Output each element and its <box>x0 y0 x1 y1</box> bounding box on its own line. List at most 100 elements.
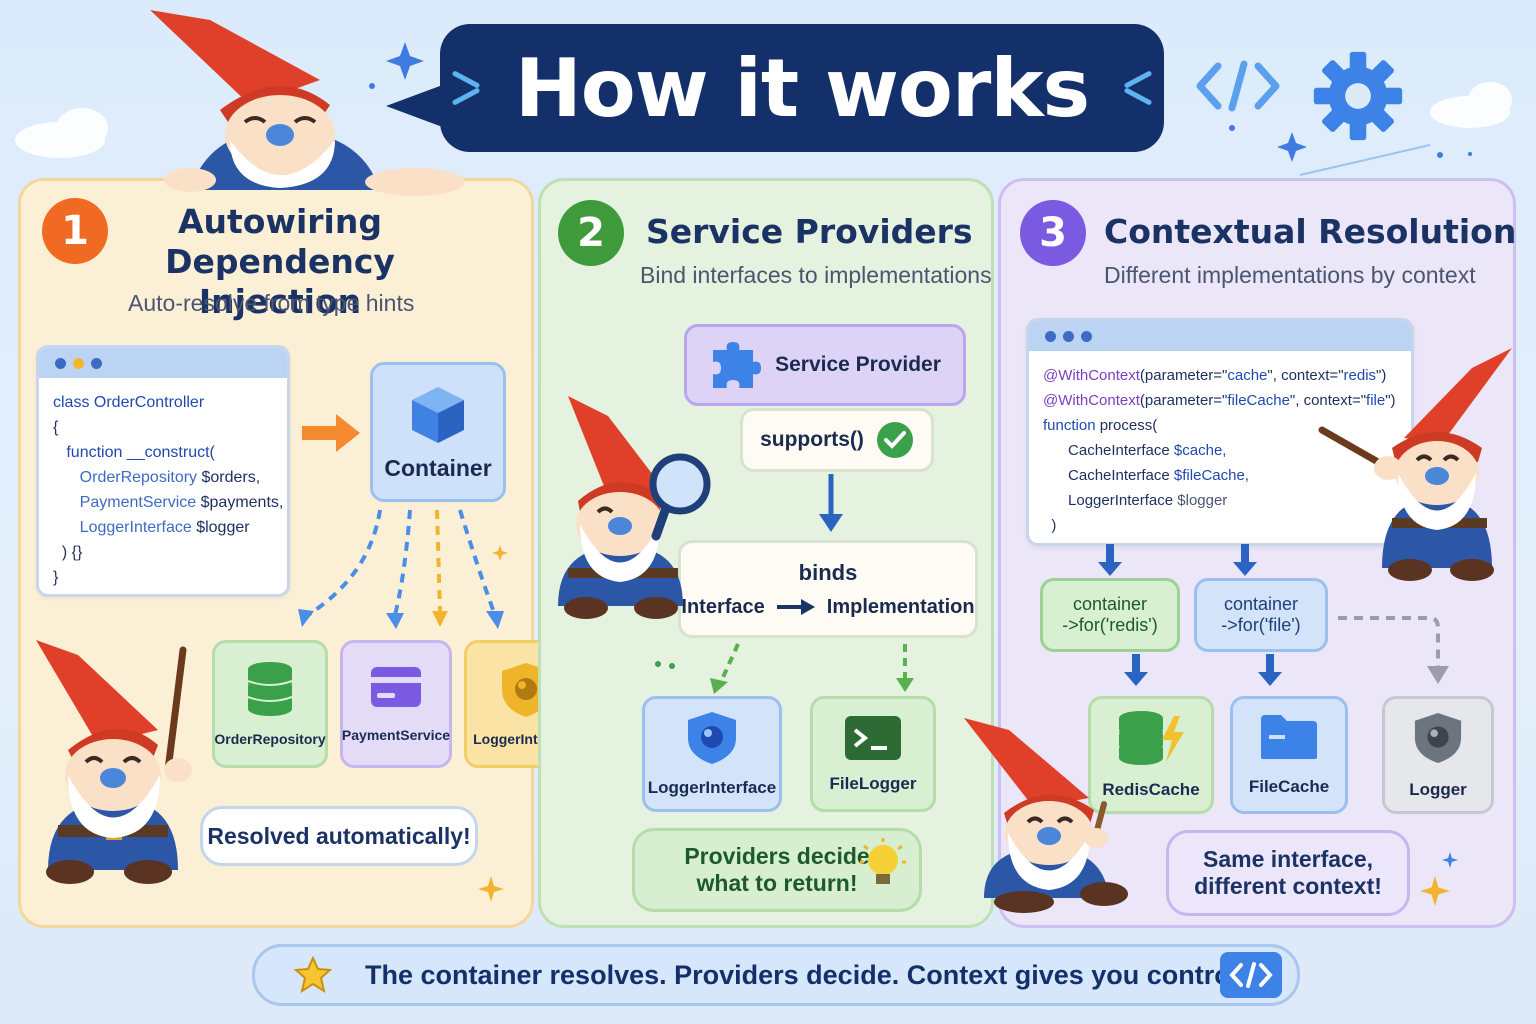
result-label: RedisCache <box>1102 780 1200 799</box>
code-string: cache <box>1227 367 1268 384</box>
gnome-magnifier <box>558 396 711 619</box>
binds-label: binds <box>798 559 858 585</box>
result-label: Logger <box>1409 780 1467 799</box>
binding-arrows <box>655 643 914 694</box>
arrow-right-icon <box>302 414 360 452</box>
context-line: ->for('redis') <box>1062 615 1158 635</box>
step-number-3: 3 <box>1020 200 1086 266</box>
code-var: $cache, <box>1173 442 1227 459</box>
callout-text: Resolved automatically! <box>207 822 471 849</box>
shield-icon <box>1414 713 1462 763</box>
result-box-logger: Logger <box>1382 696 1494 814</box>
sparkle-icon <box>1420 876 1450 906</box>
code-type: CacheInterface <box>1068 467 1170 484</box>
code-string: file <box>1366 392 1386 409</box>
callout-same-interface: Same interface, different context! <box>1166 830 1410 916</box>
supports-box: supports() <box>740 408 934 472</box>
code-type: LoggerInterface <box>79 519 192 536</box>
service-box-order-repository: OrderRepository <box>212 640 328 768</box>
shield-icon <box>688 712 736 764</box>
section-subtitle-1: Auto-resolve from type hints <box>128 290 415 316</box>
binds-row: Interface Implementation <box>681 596 974 619</box>
code-var: $payments, <box>200 494 284 511</box>
lightbulb-icon <box>860 838 906 884</box>
section-subtitle-3: Different implementations by context <box>1104 262 1476 288</box>
code-line: { <box>53 419 59 436</box>
dependency-arrows <box>298 509 508 629</box>
gear-icon <box>1313 51 1403 141</box>
step-number-1: 1 <box>42 198 108 264</box>
interface-label: Interface <box>681 595 765 618</box>
code-text: ) <box>1051 517 1057 534</box>
context-line: ->for('file') <box>1221 615 1301 635</box>
code-icon <box>1220 952 1282 998</box>
result-box-file-cache: FileCache <box>1230 696 1348 814</box>
chevron-right-icon <box>1123 70 1153 106</box>
service-label: PaymentService <box>341 727 451 743</box>
sparkle-icon <box>478 876 504 902</box>
result-label: FileLogger <box>829 774 917 793</box>
context-box-file: container ->for('file') <box>1194 578 1328 652</box>
code-attribute: @WithContext <box>1043 392 1140 409</box>
card-icon <box>371 667 421 707</box>
code-var: $logger <box>196 519 250 536</box>
code-attribute: @WithContext <box>1043 367 1140 384</box>
callout-text: different context! <box>1194 873 1382 899</box>
service-label: OrderRepository <box>214 731 326 747</box>
gnome-pointing-3 <box>1318 348 1512 581</box>
context-box-redis: container ->for('redis') <box>1040 578 1180 652</box>
section-subtitle-2: Bind interfaces to implementations <box>640 262 992 288</box>
code-string: redis <box>1343 367 1377 384</box>
code-text: (parameter=" <box>1139 367 1228 384</box>
arrow-right-icon <box>776 599 815 615</box>
code-text: process( <box>1099 417 1158 434</box>
code-line: } <box>53 569 59 586</box>
cube-icon <box>412 386 464 443</box>
code-text: ") <box>1376 367 1387 384</box>
code-type: LoggerInterface <box>1068 492 1174 509</box>
code-text: ") <box>1385 392 1396 409</box>
title-banner: How it works <box>440 24 1164 152</box>
code-type: OrderRepository <box>79 469 198 486</box>
gnome-pointing-1 <box>36 640 192 884</box>
service-box-payment-service: PaymentService <box>340 640 452 768</box>
footer-banner: The container resolves. Providers decide… <box>252 944 1300 1006</box>
code-block: @WithContext(parameter="cache", context=… <box>1029 351 1411 543</box>
code-type: CacheInterface <box>1068 442 1170 459</box>
code-line: function __construct( <box>66 444 215 461</box>
step-number-2: 2 <box>558 200 624 266</box>
section-title-1: Autowiring Dependency Injection <box>110 202 450 322</box>
check-icon <box>876 422 913 458</box>
code-var: $fileCache, <box>1173 467 1249 484</box>
code-window-order-controller: class OrderController { function __const… <box>36 345 290 597</box>
window-titlebar <box>39 348 287 378</box>
section-title-1-line1: Autowiring <box>178 202 382 241</box>
code-window-process: @WithContext(parameter="cache", context=… <box>1026 318 1414 546</box>
database-icon <box>247 662 293 716</box>
callout-text: Providers decide <box>684 843 870 869</box>
code-line: class OrderController <box>53 394 205 411</box>
gnome-sitting <box>964 718 1128 913</box>
section-title-1-line2: Dependency Injection <box>165 242 395 321</box>
page-title: How it works <box>514 41 1090 135</box>
code-icon <box>1196 60 1280 112</box>
code-line: ) {} <box>61 544 83 561</box>
section-title-3: Contextual Resolution <box>1104 212 1517 251</box>
callout-resolved: Resolved automatically! <box>200 806 478 866</box>
callout-text: Same interface, <box>1202 846 1374 872</box>
folder-icon <box>1261 715 1317 759</box>
result-box-redis-cache: RedisCache <box>1088 696 1214 814</box>
code-string: fileCache <box>1227 392 1290 409</box>
container-box: Container <box>370 362 506 502</box>
context-line: container <box>1072 594 1148 614</box>
code-block: class OrderController { function __const… <box>39 378 287 594</box>
code-text: ", context=" <box>1267 367 1344 384</box>
section-title-2: Service Providers <box>646 212 973 251</box>
puzzle-icon <box>713 342 762 388</box>
callout-text: what to return! <box>696 870 858 896</box>
code-type: PaymentService <box>79 494 197 511</box>
database-icon <box>1119 711 1184 765</box>
star-icon <box>294 956 332 994</box>
context-line: container <box>1223 594 1299 614</box>
